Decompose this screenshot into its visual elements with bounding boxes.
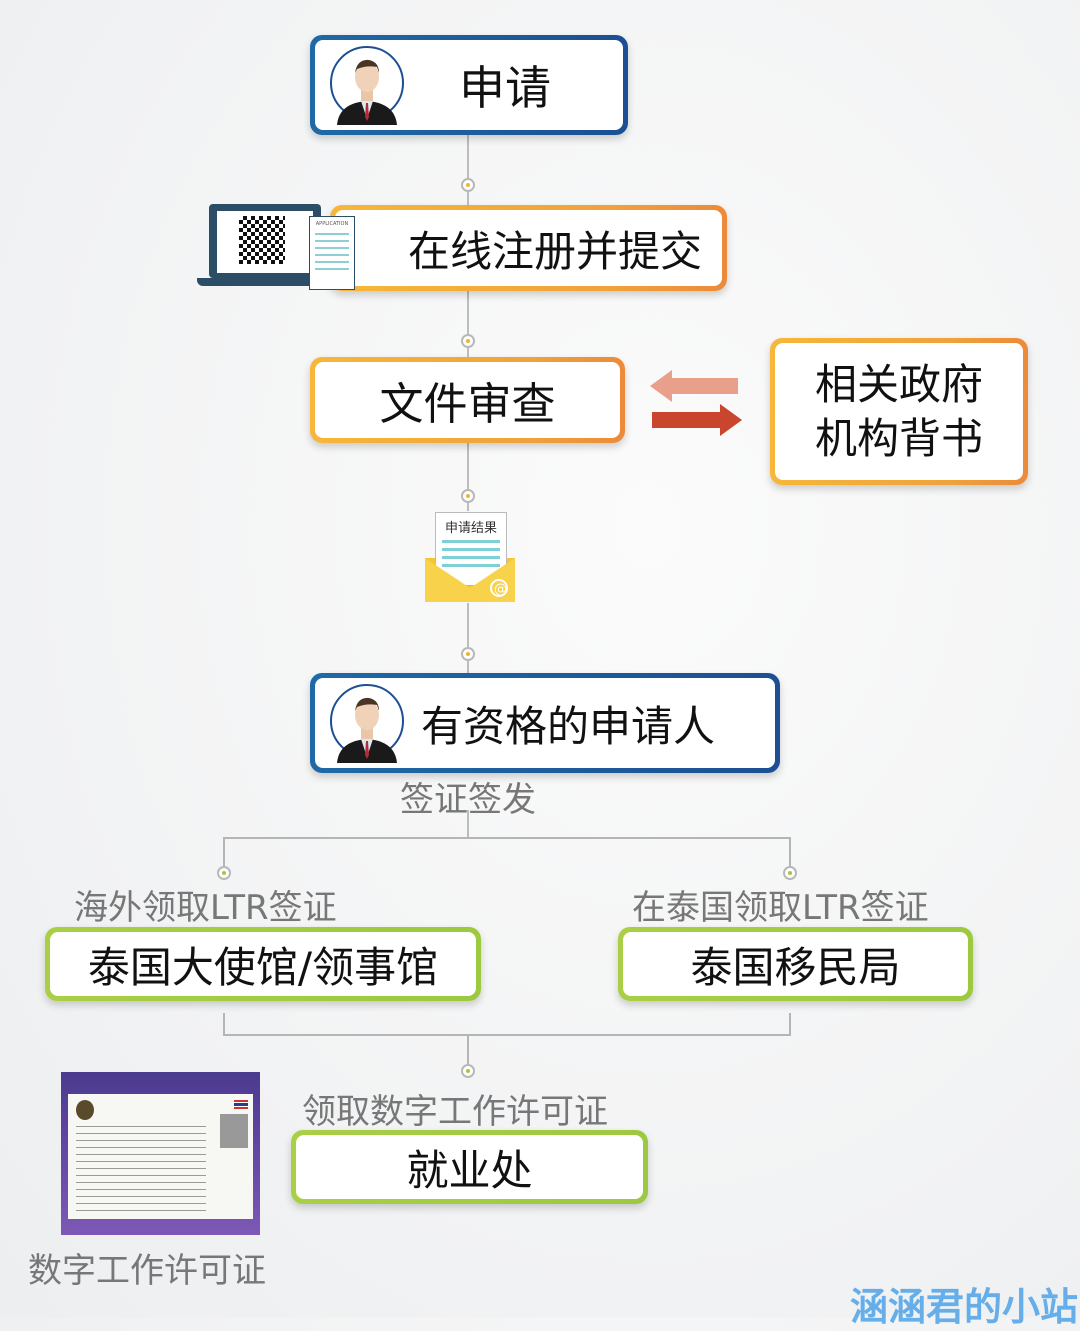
qr-code-icon	[239, 216, 285, 264]
apply-box: 申请	[310, 35, 628, 135]
endorse-box: 相关政府 机构背书	[770, 338, 1028, 485]
permit-caption: 数字工作许可证	[28, 1251, 266, 1291]
embassy-label: 泰国大使馆/领事馆	[87, 942, 439, 992]
connector	[467, 290, 469, 358]
register-box: 在线注册并提交	[330, 205, 727, 291]
laptop-qr-icon: APPLICATION	[197, 204, 357, 290]
connector-dot	[461, 1064, 475, 1078]
connector	[467, 603, 469, 673]
connector-dot	[461, 647, 475, 661]
svg-text:@: @	[494, 582, 507, 597]
visa-issue-label: 签证签发	[400, 780, 536, 820]
exchange-arrows-icon	[650, 370, 742, 436]
connector	[467, 135, 469, 207]
branch-line	[789, 837, 791, 869]
connector-dot	[217, 866, 231, 880]
watermark: 涵涵君的小站	[849, 1285, 1078, 1329]
review-box: 文件审查	[310, 357, 625, 443]
result-envelope-icon: 申请结果 @	[425, 512, 515, 604]
person-avatar-icon	[330, 684, 404, 763]
branch-line	[467, 1034, 469, 1064]
qualified-applicant-box: 有资格的申请人	[310, 673, 780, 773]
register-label: 在线注册并提交	[407, 226, 702, 276]
endorse-label-line1: 相关政府	[814, 359, 983, 409]
person-avatar-icon	[330, 46, 404, 125]
embassy-box: 泰国大使馆/领事馆	[45, 927, 481, 1001]
thai-flag-icon	[234, 1100, 248, 1109]
connector-dot	[461, 334, 475, 348]
application-form-title: APPLICATION	[315, 221, 349, 227]
apply-label: 申请	[459, 61, 551, 115]
connector-dot	[461, 489, 475, 503]
endorse-label-line2: 机构背书	[814, 413, 983, 463]
thailand-label: 在泰国领取LTR签证	[632, 888, 929, 928]
connector	[467, 810, 469, 838]
review-label: 文件审查	[379, 379, 556, 430]
employment-office-box: 就业处	[291, 1130, 648, 1204]
application-form-icon: APPLICATION	[309, 216, 355, 290]
result-doc-title: 申请结果	[444, 521, 497, 536]
connector	[467, 443, 469, 511]
branch-line	[223, 837, 791, 839]
digital-work-permit-card-image	[61, 1072, 260, 1235]
overseas-label: 海外领取LTR签证	[74, 888, 337, 928]
branch-line	[223, 1034, 791, 1036]
photo	[220, 1114, 248, 1148]
connector-dot	[783, 866, 797, 880]
immigration-label: 泰国移民局	[690, 942, 901, 992]
branch-line	[223, 1013, 225, 1035]
immigration-box: 泰国移民局	[618, 927, 973, 1001]
thai-emblem-icon	[76, 1100, 94, 1120]
branch-line	[789, 1013, 791, 1035]
branch-line	[223, 837, 225, 869]
qualified-applicant-label: 有资格的申请人	[421, 701, 716, 751]
connector-dot	[461, 178, 475, 192]
permit-label: 领取数字工作许可证	[302, 1092, 608, 1132]
employment-office-label: 就业处	[406, 1145, 533, 1195]
